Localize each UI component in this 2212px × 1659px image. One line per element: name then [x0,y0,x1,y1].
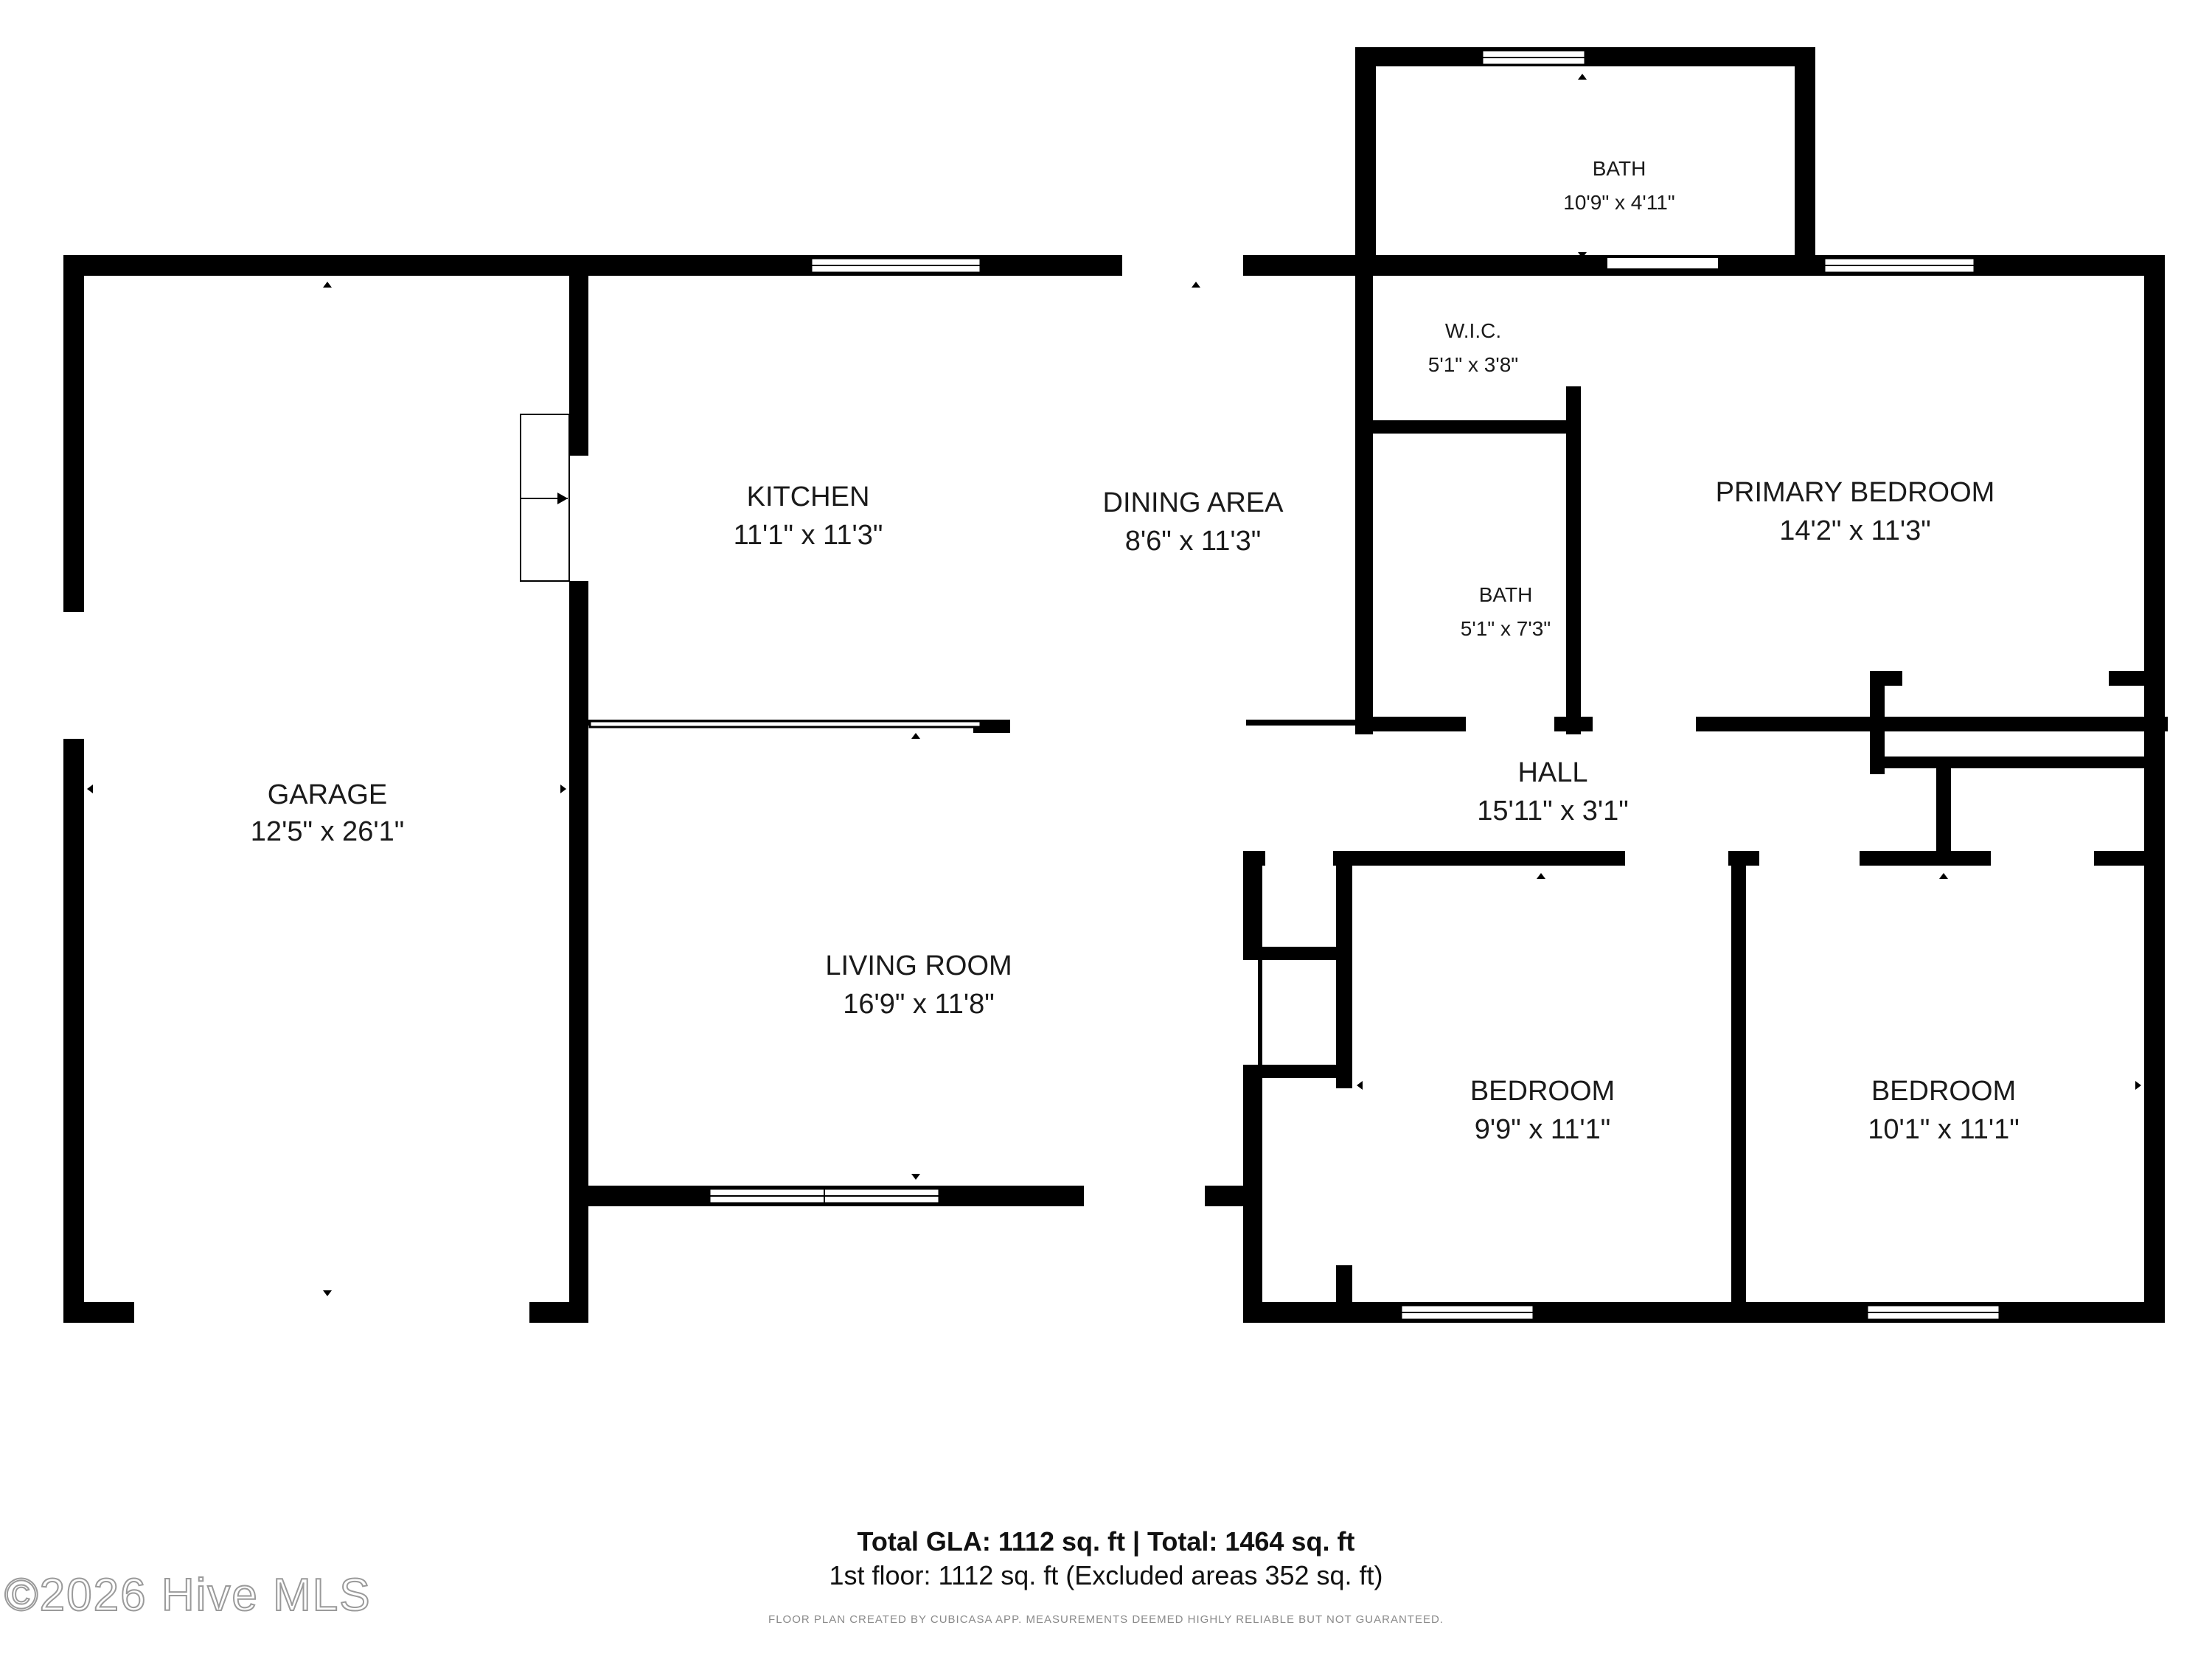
bath-mid-name: BATH [1479,583,1533,606]
garage-name: GARAGE [268,779,388,810]
bedroom2-dims: 10'1" x 11'1" [1868,1114,2020,1145]
garage-dims: 12'5" x 26'1" [251,816,404,847]
windows [588,49,2001,1321]
kitchen-dims: 11'1" x 11'3" [734,520,883,551]
totals-line: Total GLA: 1112 sq. ft | Total: 1464 sq.… [857,1526,1355,1557]
primary-dims: 14'2" x 11'3" [1779,515,1931,546]
bedroom1-dims: 9'9" x 11'1" [1475,1114,1610,1145]
openings [63,255,2109,1323]
floor-area-line: 1st floor: 1112 sq. ft (Excluded areas 3… [829,1560,1383,1590]
primary-name: PRIMARY BEDROOM [1716,477,1995,508]
bath-mid-dims: 5'1" x 7'3" [1461,617,1551,640]
living-name: LIVING ROOM [825,950,1012,981]
dimension-ticks [87,74,2141,1296]
living-dims: 16'9" x 11'8" [843,989,995,1020]
wic-dims: 5'1" x 3'8" [1428,353,1518,376]
dining-dims: 8'6" x 11'3" [1125,526,1261,557]
bath-top-dims: 10'9" x 4'11" [1563,191,1674,214]
hall-dims: 15'11" x 3'1" [1477,796,1629,827]
bath-top-name: BATH [1593,157,1646,180]
kitchen-name: KITCHEN [747,481,870,512]
room-labels: GARAGE 12'5" x 26'1" KITCHEN 11'1" x 11'… [251,157,2020,1145]
dining-name: DINING AREA [1103,487,1284,518]
wic-name: W.I.C. [1445,319,1501,342]
hall-name: HALL [1517,757,1587,788]
walls [63,47,2168,1323]
bedroom1-name: BEDROOM [1470,1076,1615,1107]
disclaimer: FLOOR PLAN CREATED BY CUBICASA APP. MEAS… [768,1613,1444,1626]
watermark: ©2026 Hive MLS [4,1569,372,1621]
bedroom2-name: BEDROOM [1871,1076,2016,1107]
garage-steps [520,414,570,582]
